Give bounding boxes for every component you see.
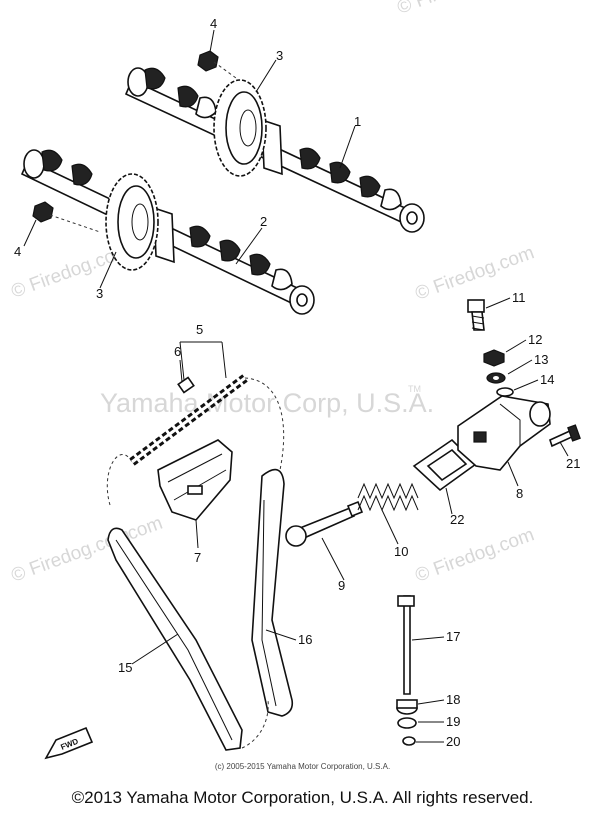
- part-18: [396, 699, 418, 715]
- label-13: 13: [534, 352, 548, 367]
- tensioner-body-8: [457, 395, 551, 471]
- label-14: 14: [540, 372, 554, 387]
- part-labels: 1 2 3 3 4 4 5 6 7 8 9 10 11 12 13 14 15 …: [14, 16, 580, 749]
- watermark-corp: Yamaha Motor Corp, U.S.A.: [100, 388, 434, 418]
- label-12: 12: [528, 332, 542, 347]
- label-19: 19: [446, 714, 460, 729]
- chain-guide-7: [157, 439, 233, 521]
- push-rod-9: [285, 500, 364, 547]
- label-21: 21: [566, 456, 580, 471]
- label-17: 17: [446, 629, 460, 644]
- label-15: 15: [118, 660, 132, 675]
- label-16: 16: [298, 632, 312, 647]
- camshaft-2: [20, 149, 315, 315]
- forward-arrow: FWD: [44, 726, 94, 760]
- dipstick-17: [397, 595, 415, 695]
- sprocket-bolt-lower: [32, 201, 101, 233]
- label-7: 7: [194, 550, 201, 565]
- label-3: 3: [276, 48, 283, 63]
- leader-lines: [23, 29, 569, 743]
- watermark-firedog: © Firedog.com: [413, 524, 538, 586]
- spring-10: [357, 482, 419, 512]
- label-4: 4: [210, 16, 217, 31]
- chain-guide-15: [107, 527, 269, 751]
- chain-master-link: [177, 376, 195, 394]
- o-ring-14: [496, 387, 514, 397]
- watermark-firedog-partial: com: [125, 513, 166, 545]
- label-10: 10: [394, 544, 408, 559]
- cam-sprocket-upper: [213, 79, 267, 177]
- label-2: 2: [260, 214, 267, 229]
- label-11: 11: [512, 290, 526, 305]
- label-9: 9: [338, 578, 345, 593]
- part-19: [397, 717, 417, 729]
- washer-13: [486, 372, 506, 384]
- label-5: 5: [196, 322, 203, 337]
- label-18: 18: [446, 692, 460, 707]
- part-20: [402, 736, 416, 746]
- nut-12: [483, 349, 505, 367]
- bolt-21: [549, 424, 581, 448]
- label-8: 8: [516, 486, 523, 501]
- label-3: 3: [96, 286, 103, 301]
- copyright-caption: ©2013 Yamaha Motor Corporation, U.S.A. A…: [71, 788, 534, 807]
- small-caption: (c) 2005-2015 Yamaha Motor Corporation, …: [214, 762, 391, 771]
- cam-chain: [106, 374, 285, 506]
- label-20: 20: [446, 734, 460, 749]
- camshaft-1: [124, 67, 425, 233]
- label-4: 4: [14, 244, 21, 259]
- label-6: 6: [174, 344, 181, 359]
- tensioner-guide-16: [251, 468, 294, 717]
- bolt-11: [467, 299, 485, 331]
- label-1: 1: [354, 114, 361, 129]
- watermark-firedog: © Firedog.com: [395, 0, 520, 19]
- watermark-tm: TM: [408, 384, 421, 394]
- cam-sprocket-lower: [105, 173, 159, 271]
- sprocket-bolt-upper: [197, 50, 237, 79]
- label-22: 22: [450, 512, 464, 527]
